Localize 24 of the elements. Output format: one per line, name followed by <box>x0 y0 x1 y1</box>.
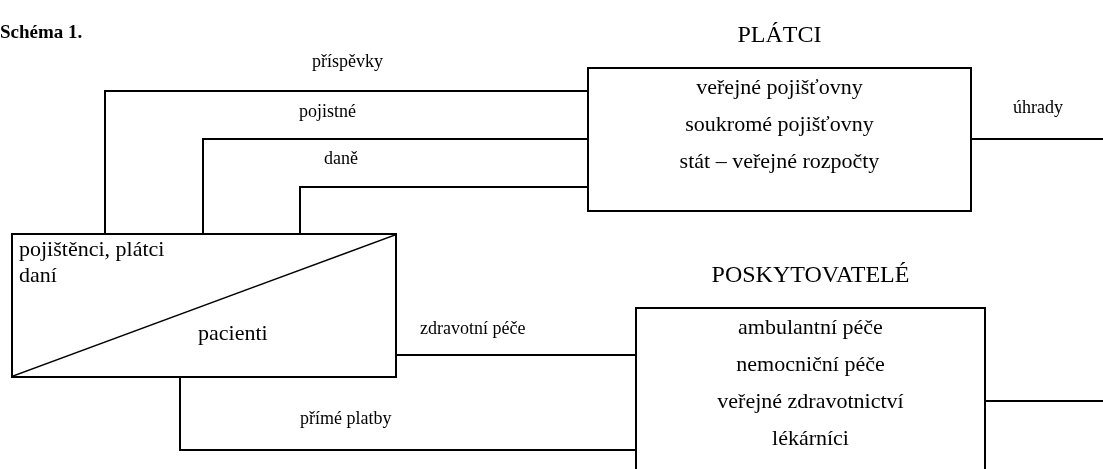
connector-line <box>299 186 588 234</box>
box-text: lékárníci <box>771 424 850 452</box>
connector-line <box>985 400 1103 402</box>
box-text: stát – veřejné rozpočty <box>678 147 881 175</box>
edge-label: zdravotní péče <box>418 318 528 338</box>
connector-line <box>179 377 636 451</box>
box-text: veřejné zdravotnictví <box>716 387 905 415</box>
edge-label: úhrady <box>1011 97 1065 117</box>
diagram-title: Schéma 1. <box>0 21 83 43</box>
edge-label: příspěvky <box>310 51 385 71</box>
connector-line <box>396 354 636 356</box>
box-heading: POSKYTOVATELÉ <box>710 261 911 287</box>
box-text: veřejné pojišťovny <box>695 73 864 101</box>
box-text: ambulantní péče <box>737 313 884 341</box>
box-text: soukromé pojišťovny <box>684 110 875 138</box>
box-text: pojištěnci, plátci daní <box>19 236 166 288</box>
edge-label: přímé platby <box>298 408 394 428</box>
box-text: pacienti <box>198 320 268 346</box>
connector-line <box>104 90 588 234</box>
edge-label: pojistné <box>297 101 358 121</box>
connector-line <box>971 138 1103 140</box>
box-text: nemocniční péče <box>735 350 886 378</box>
box-heading: PLÁTCI <box>736 21 823 47</box>
connector-line <box>202 138 588 234</box>
